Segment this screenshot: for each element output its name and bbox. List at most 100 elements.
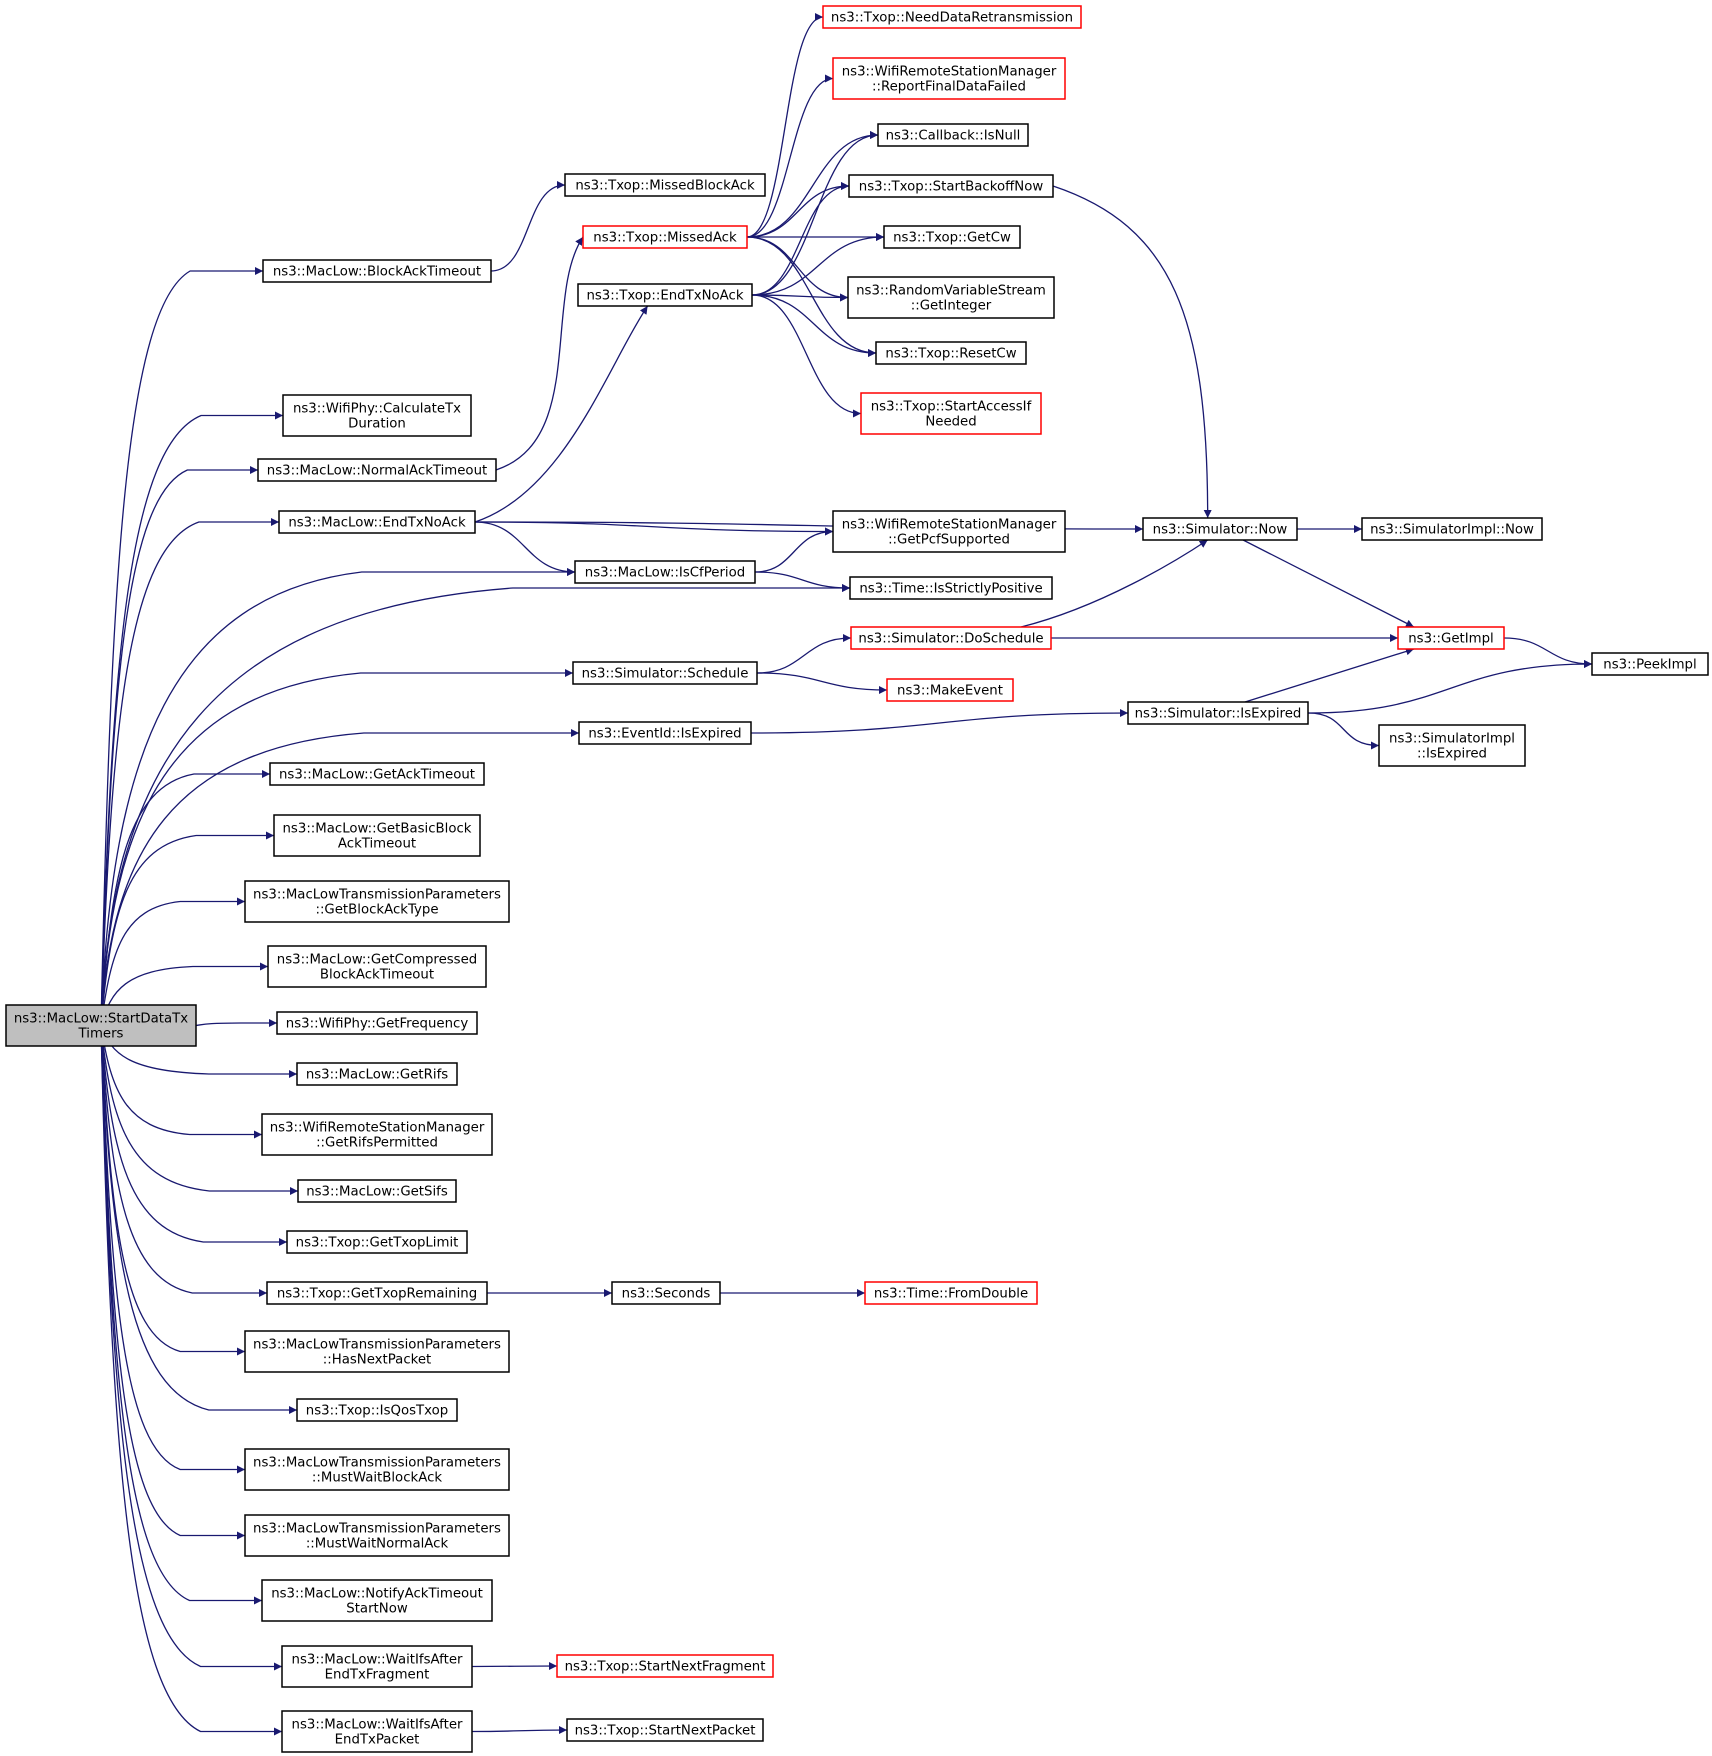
node-hasnextpacket[interactable]: ns3::MacLowTransmissionParameters::HasNe…	[244, 1330, 510, 1373]
node-iscfperiod[interactable]: ns3::MacLow::IsCfPeriod	[574, 560, 756, 584]
node-getinteger[interactable]: ns3::RandomVariableStream::GetInteger	[847, 276, 1055, 319]
node-simnow[interactable]: ns3::Simulator::Now	[1142, 517, 1298, 541]
node-label: ns3::Txop::StartBackoffNow	[859, 180, 1044, 195]
node-fromdouble[interactable]: ns3::Time::FromDouble	[864, 1281, 1038, 1305]
node-box	[1397, 626, 1505, 650]
node-needdataretx[interactable]: ns3::Txop::NeedDataRetransmission	[822, 5, 1082, 29]
edge-root-to-gettxopremaining	[100, 1025, 267, 1297]
node-blockacktimeout[interactable]: ns3::MacLow::BlockAckTimeout	[262, 259, 492, 283]
node-eventidisexpired[interactable]: ns3::EventId::IsExpired	[578, 721, 752, 745]
node-label: BlockAckTimeout	[320, 968, 434, 983]
node-mustwaitblockack[interactable]: ns3::MacLowTransmissionParameters::MustW…	[244, 1448, 510, 1491]
node-label: ns3::MacLow::StartDataTx	[14, 1012, 188, 1027]
node-isstrictly[interactable]: ns3::Time::IsStrictlyPositive	[849, 576, 1053, 600]
node-simimplnow[interactable]: ns3::SimulatorImpl::Now	[1361, 517, 1543, 541]
edge-root-to-getfrequency	[195, 1019, 277, 1027]
edge-waitifspacket-to-startnextpacket	[471, 1726, 568, 1735]
node-doschedule[interactable]: ns3::Simulator::DoSchedule	[850, 626, 1052, 650]
node-getblockacktype[interactable]: ns3::MacLowTransmissionParameters::GetBl…	[244, 880, 510, 923]
node-box	[257, 458, 497, 482]
node-label: ns3::RandomVariableStream	[856, 284, 1046, 299]
node-box	[578, 721, 752, 745]
node-label: ns3::MacLow::NormalAckTimeout	[267, 464, 487, 479]
edge-root-to-mustwaitblockack	[100, 1025, 245, 1474]
node-getacktimeout[interactable]: ns3::MacLow::GetAckTimeout	[269, 762, 485, 786]
node-seconds[interactable]: ns3::Seconds	[611, 1281, 721, 1305]
node-box	[848, 174, 1054, 198]
node-box	[850, 626, 1052, 650]
node-box	[566, 1718, 764, 1742]
node-label: ns3::EventId::IsExpired	[588, 727, 741, 742]
node-peekimpl[interactable]: ns3::PeekImpl	[1591, 652, 1709, 676]
node-label: ns3::Txop::StartAccessIf	[871, 400, 1032, 415]
node-simisexpired[interactable]: ns3::Simulator::IsExpired	[1127, 701, 1309, 725]
edge-simnow-to-getimpl	[1242, 539, 1415, 628]
node-label: ns3::Txop::ResetCw	[885, 347, 1016, 362]
node-getrifspermitted[interactable]: ns3::WifiRemoteStationManager::GetRifsPe…	[261, 1113, 493, 1156]
node-callbackisnull[interactable]: ns3::Callback::IsNull	[877, 123, 1029, 147]
node-gettxoplimit[interactable]: ns3::Txop::GetTxopLimit	[286, 1230, 468, 1254]
edge-root-to-blockacktimeout	[100, 267, 263, 1026]
node-box	[832, 57, 1066, 100]
node-box	[296, 1398, 458, 1422]
node-box	[849, 576, 1053, 600]
edge-doschedule-to-simnow	[1020, 539, 1209, 628]
node-box	[1591, 652, 1709, 676]
node-label: Needed	[925, 415, 976, 430]
node-getrifs[interactable]: ns3::MacLow::GetRifs	[296, 1062, 458, 1086]
node-missedblockack[interactable]: ns3::Txop::MissedBlockAck	[564, 173, 766, 197]
node-getcompressed[interactable]: ns3::MacLow::GetCompressedBlockAckTimeou…	[267, 945, 487, 988]
edge-schedule-to-doschedule	[756, 634, 852, 674]
node-label: ns3::Txop::EndTxNoAck	[586, 289, 743, 304]
edge-root-to-iscfperiod	[100, 568, 575, 1026]
node-label: ns3::MacLow::GetSifs	[306, 1185, 448, 1200]
node-isqostxop[interactable]: ns3::Txop::IsQosTxop	[296, 1398, 458, 1422]
node-mustwaitnormalack[interactable]: ns3::MacLowTransmissionParameters::MustW…	[244, 1514, 510, 1557]
edge-root-to-maclowendtxnoack	[100, 518, 279, 1026]
node-getsifs[interactable]: ns3::MacLow::GetSifs	[297, 1179, 457, 1203]
node-box	[877, 123, 1029, 147]
edge-root-to-getacktimeout	[100, 770, 270, 1026]
node-getimpl[interactable]: ns3::GetImpl	[1397, 626, 1505, 650]
node-startbackoff[interactable]: ns3::Txop::StartBackoffNow	[848, 174, 1054, 198]
node-label: ns3::Txop::MissedAck	[593, 231, 737, 246]
node-box	[1361, 517, 1543, 541]
node-reportfinal[interactable]: ns3::WifiRemoteStationManager::ReportFin…	[832, 57, 1066, 100]
node-gettxopremaining[interactable]: ns3::Txop::GetTxopRemaining	[266, 1281, 488, 1305]
node-box	[281, 1710, 473, 1753]
node-getpcf[interactable]: ns3::WifiRemoteStationManager::GetPcfSup…	[832, 510, 1066, 553]
node-label: ns3::WifiRemoteStationManager	[842, 65, 1057, 80]
node-resetcw[interactable]: ns3::Txop::ResetCw	[875, 341, 1027, 365]
node-startnextpacket[interactable]: ns3::Txop::StartNextPacket	[566, 1718, 764, 1742]
node-startnextfrag[interactable]: ns3::Txop::StartNextFragment	[556, 1654, 774, 1678]
node-txopendtxnoack[interactable]: ns3::Txop::EndTxNoAck	[577, 283, 753, 307]
node-label: ns3::Txop::GetTxopRemaining	[277, 1287, 477, 1302]
node-box	[244, 880, 510, 923]
node-box	[886, 678, 1014, 702]
node-maclowendtxnoack[interactable]: ns3::MacLow::EndTxNoAck	[278, 510, 476, 534]
node-missedack[interactable]: ns3::Txop::MissedAck	[582, 225, 748, 249]
node-makeevent[interactable]: ns3::MakeEvent	[886, 678, 1014, 702]
node-label: ns3::Simulator::DoSchedule	[858, 632, 1043, 647]
edge-simisexpired-to-peekimpl	[1307, 660, 1593, 714]
node-getfrequency[interactable]: ns3::WifiPhy::GetFrequency	[276, 1011, 478, 1035]
edge-getimpl-to-peekimpl	[1503, 637, 1593, 668]
node-label: ns3::Simulator::Now	[1153, 523, 1288, 538]
node-simimplisexpired[interactable]: ns3::SimulatorImpl::IsExpired	[1378, 724, 1526, 767]
node-box	[822, 5, 1082, 29]
node-label: ns3::MacLow::BlockAckTimeout	[273, 265, 481, 280]
node-box	[244, 1448, 510, 1491]
node-normalacktimeout[interactable]: ns3::MacLow::NormalAckTimeout	[257, 458, 497, 482]
node-box	[262, 259, 492, 283]
node-getcw[interactable]: ns3::Txop::GetCw	[883, 225, 1021, 249]
node-schedule[interactable]: ns3::Simulator::Schedule	[572, 661, 758, 685]
edge-root-to-mustwaitnormalack	[100, 1025, 245, 1540]
